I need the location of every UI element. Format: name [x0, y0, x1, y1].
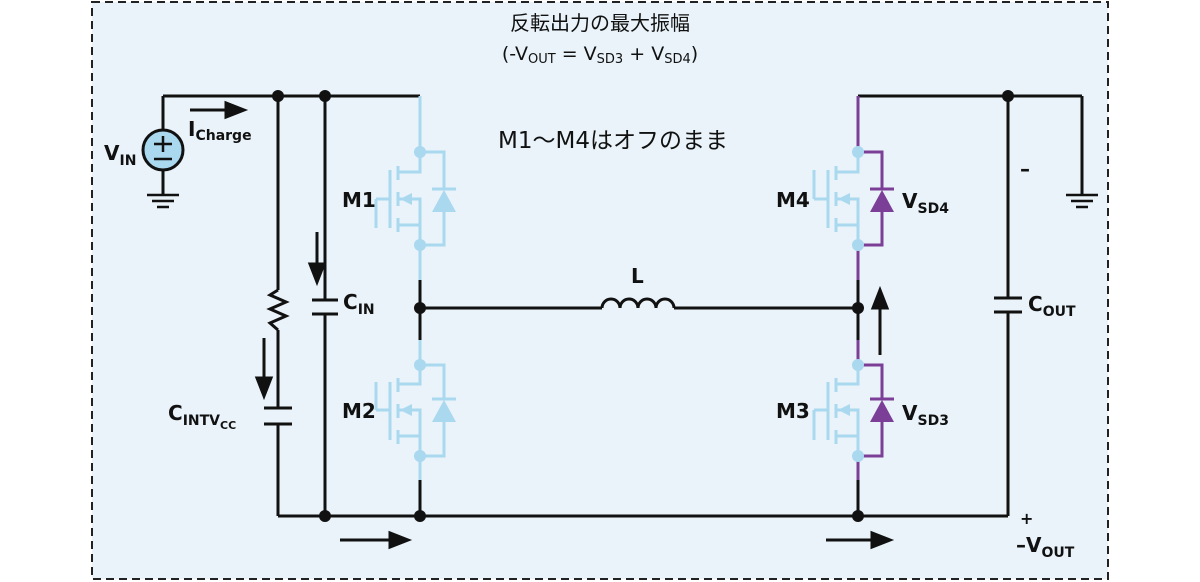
m2-body-diode-icon: [432, 400, 456, 422]
m4-label: M4: [776, 188, 810, 212]
m2-label: M2: [342, 399, 376, 423]
ground-right-icon: [1066, 193, 1098, 209]
m1-label: M1: [342, 188, 376, 212]
vsd4-label: VSD4: [902, 189, 949, 217]
ground-left-icon: [147, 193, 179, 209]
voltage-source-icon: [141, 128, 185, 172]
m4-conduction-path: [856, 96, 884, 280]
junction-dots: [272, 90, 1014, 522]
m3-label: M3: [776, 399, 810, 423]
inductor-label: L: [631, 264, 644, 288]
icharge-label: ICharge: [188, 117, 252, 144]
vsd3-label: VSD3: [902, 401, 949, 429]
vout-label: –VOUT: [1016, 533, 1075, 561]
vin-label: VIN: [104, 141, 136, 169]
wiring: [161, 94, 1084, 518]
m4-body-diode-icon: [870, 190, 894, 212]
cin-capacitor-icon: [312, 298, 338, 316]
status-note: M1～M4はオフのまま: [498, 128, 728, 154]
resistor-icon: [266, 288, 290, 332]
cout-label: COUT: [1028, 292, 1076, 320]
cin-label: CIN: [343, 290, 375, 318]
inductor-icon: [600, 297, 676, 309]
m3-body-diode-icon: [870, 400, 894, 422]
diagram-subtitle: (-VOUT = VSD3 + VSD4): [502, 43, 698, 67]
current-arrows: [190, 100, 895, 550]
minus-sign: –: [1020, 157, 1030, 181]
m1-body-diode-icon: [432, 190, 456, 212]
cout-capacitor-icon: [994, 296, 1022, 314]
cintvcc-label: CINTVCC: [168, 401, 236, 432]
cintvcc-capacitor-icon: [264, 406, 292, 426]
mosfet-m4-icon: [812, 152, 860, 245]
diagram-panel: [91, 1, 1109, 580]
plus-sign: +: [1020, 509, 1033, 528]
diagram-title: 反転出力の最大振幅: [510, 11, 690, 35]
